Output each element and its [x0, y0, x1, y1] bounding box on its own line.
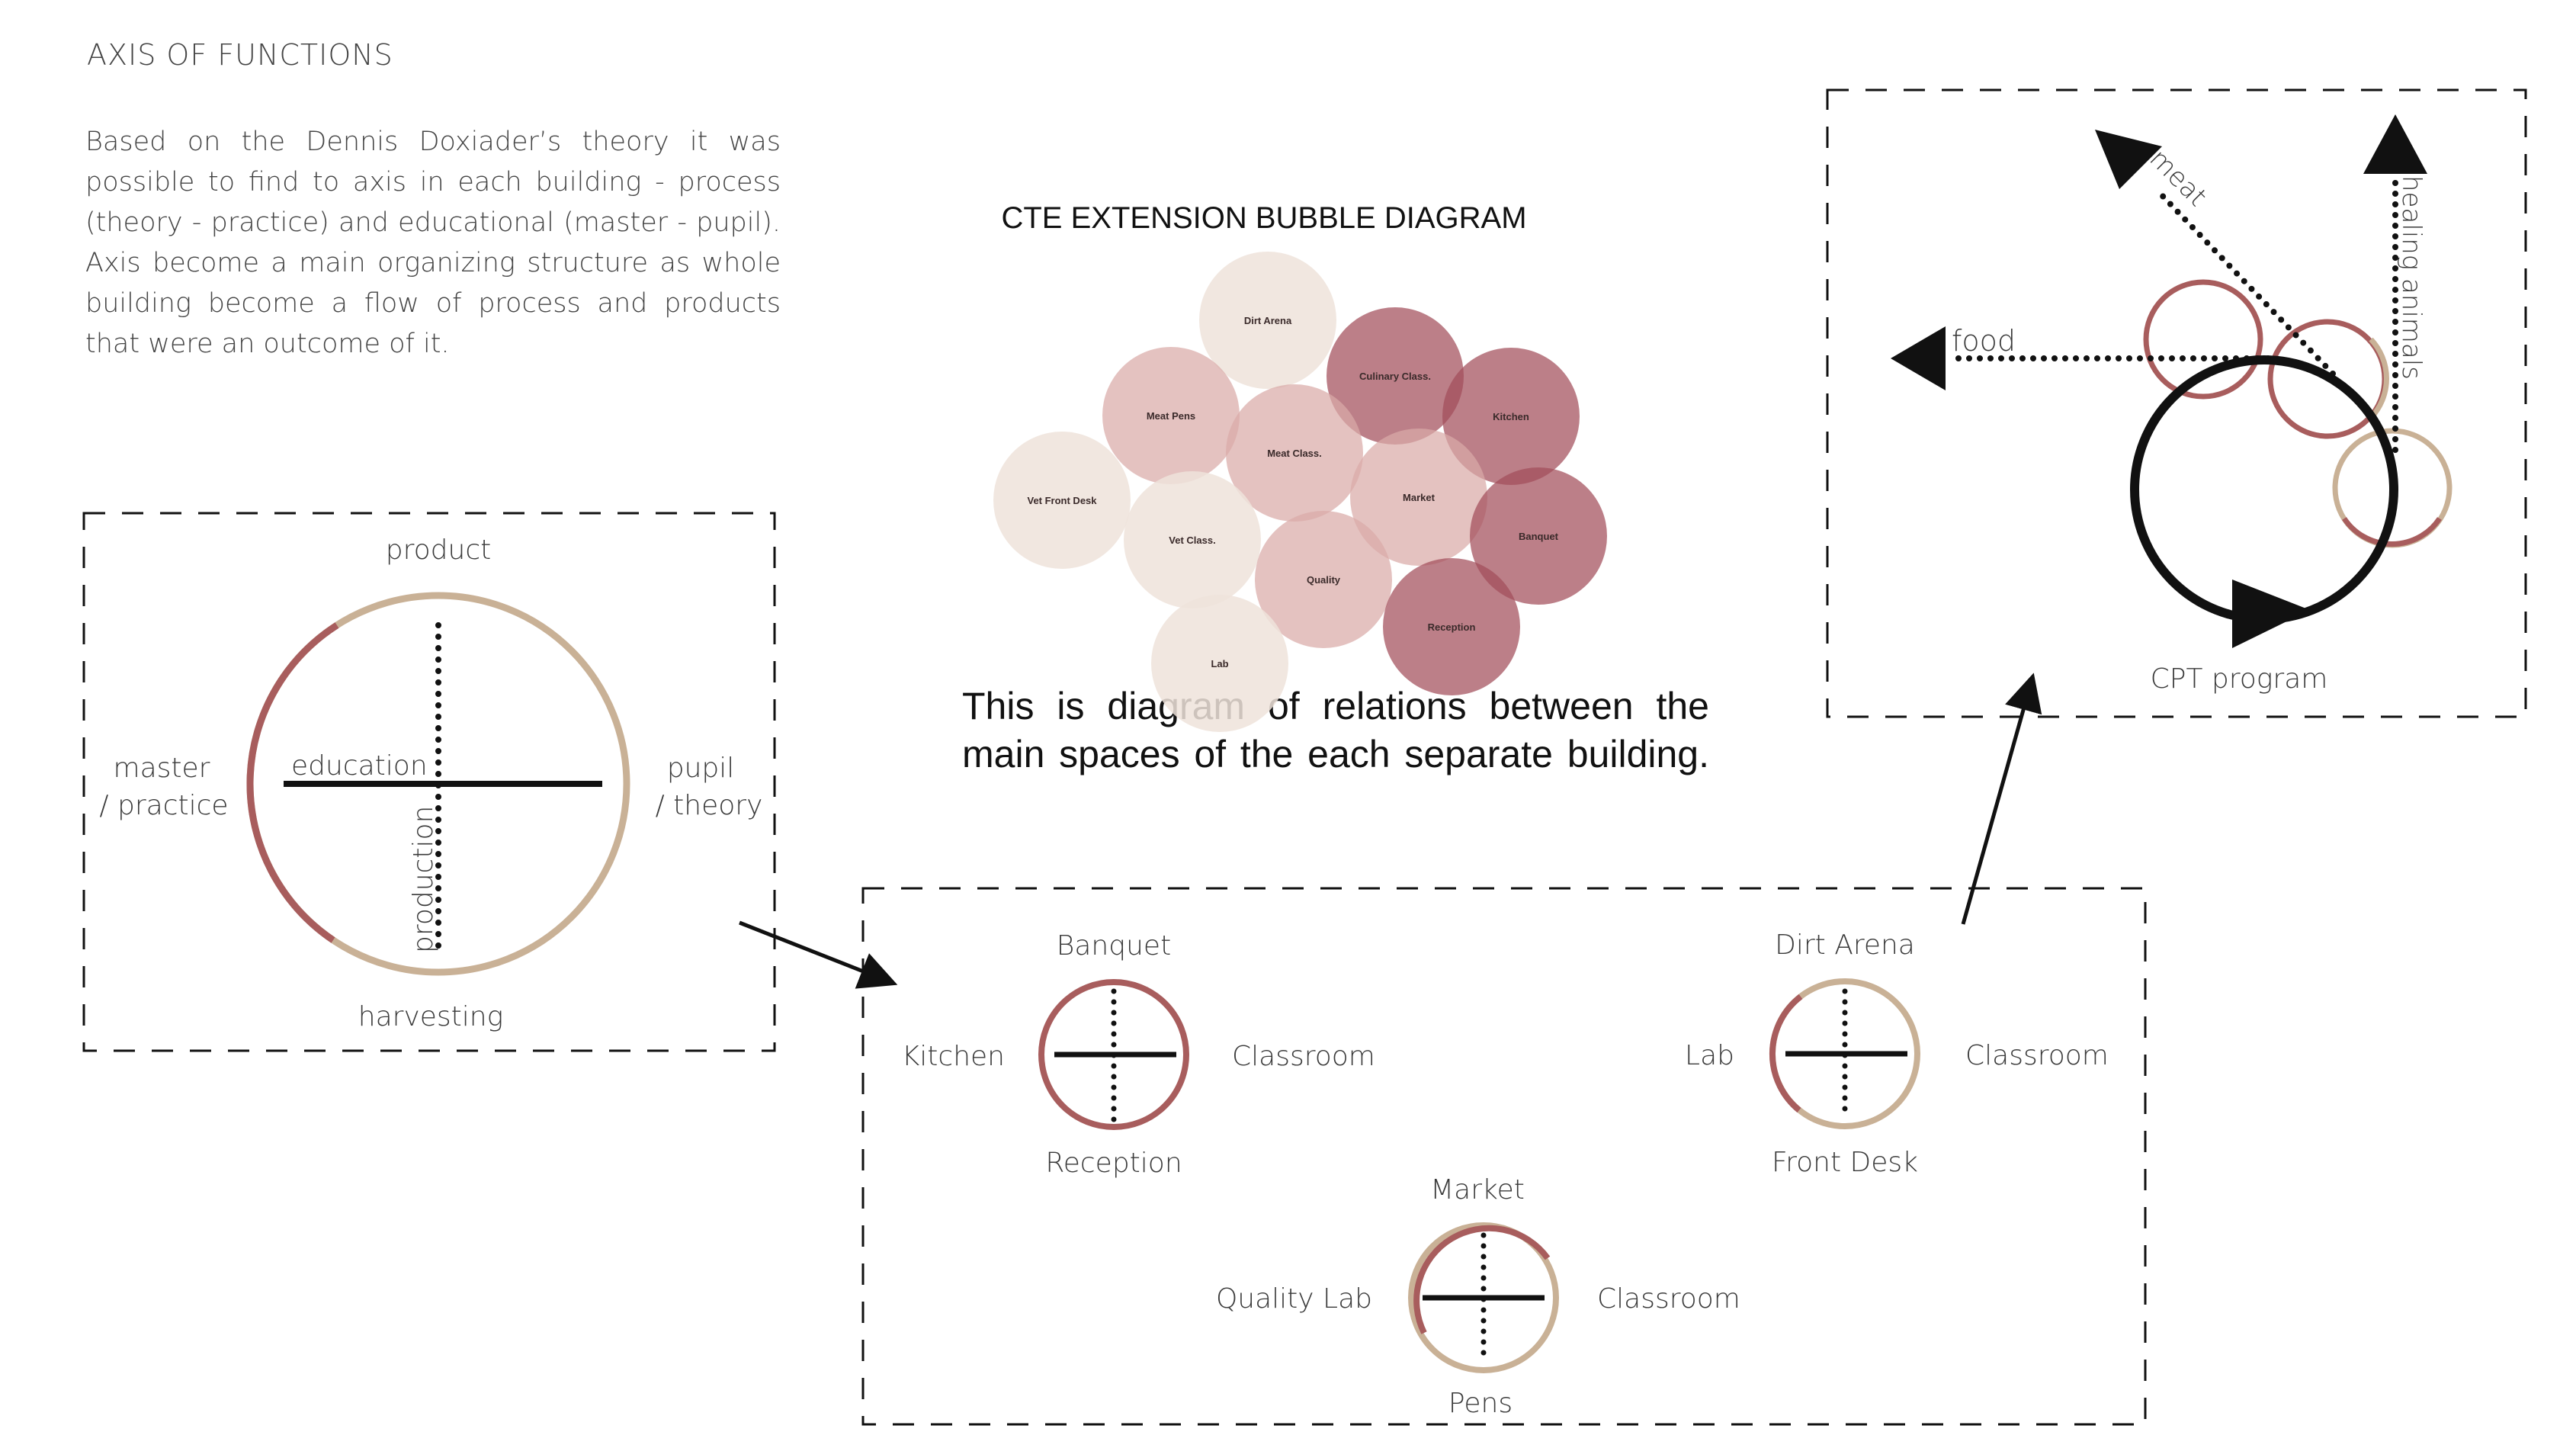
- cpt-dashed-frame: [1826, 88, 2527, 718]
- bubble-reception: [1383, 558, 1520, 695]
- axis-label-top: product: [386, 535, 491, 566]
- education-label: education: [291, 750, 428, 782]
- building-3: Market Quality Lab Classroom Pens: [1216, 1174, 1740, 1419]
- healing-arrowhead-icon: [2363, 114, 2427, 174]
- building-3-top-label: Market: [1430, 1174, 1525, 1206]
- meat-arrowhead-icon: [2095, 130, 2162, 189]
- bubble-label: Quality: [1307, 574, 1341, 586]
- arrow-to-cpt: [1961, 673, 2042, 925]
- food-label: food: [1952, 324, 2016, 358]
- building-2-top-label: Dirt Arena: [1775, 929, 1915, 961]
- cpt-diagram: food meat healing animals CPT program: [1826, 88, 2527, 718]
- axis-label-left-1: master: [114, 753, 210, 784]
- building-2-left-label: Lab: [1685, 1040, 1734, 1071]
- healing-label: healing animals: [2396, 175, 2427, 380]
- arrow-to-buildings: [739, 920, 898, 989]
- building-1-left-label: Kitchen: [902, 1041, 1005, 1072]
- bubble-label: Meat Class.: [1267, 448, 1322, 459]
- bubble-label: Vet Class.: [1169, 535, 1215, 546]
- bubble-culinary-class: [1326, 307, 1464, 445]
- intro-paragraph: Based on the Dennis Doxiader’s theory it…: [85, 127, 781, 359]
- bubble-vet-front-desk: [993, 432, 1131, 569]
- bubble-banquet: [1470, 467, 1607, 605]
- page-heading: AXIS OF FUNCTIONS: [87, 38, 393, 72]
- bubble-diagram-title: CTE EXTENSION BUBBLE DIAGRAM: [1001, 201, 1526, 235]
- bubble-dirt-arena: [1199, 252, 1336, 389]
- bubble-meat-class: [1226, 384, 1363, 522]
- buildings-diagram: Banquet Kitchen Classroom Reception Dirt…: [861, 887, 2147, 1426]
- buildings-dashed-frame: [861, 887, 2147, 1426]
- food-arrowhead-icon: [1891, 326, 1946, 390]
- bubble-label: Banquet: [1519, 531, 1559, 542]
- cpt-cycle-arrow-icon: [2232, 580, 2310, 648]
- building-2-rose-arc: [1769, 994, 1803, 1113]
- bubble-kitchen: [1442, 348, 1580, 485]
- bubble-diagram: CTE EXTENSION BUBBLE DIAGRAM Dirt ArenaM…: [993, 201, 1607, 732]
- bubble-caption: This is diagram of relations between the…: [962, 685, 1709, 775]
- axis-circle-rose-arc: [246, 622, 339, 943]
- building-2-right-label: Classroom: [1965, 1040, 2109, 1071]
- bubble-label: Dirt Arena: [1244, 315, 1292, 326]
- cpt-small-circle-2-tan-arc: [2369, 337, 2389, 420]
- building-3-right-label: Classroom: [1597, 1283, 1740, 1315]
- building-3-bottom-label: Pens: [1448, 1388, 1513, 1419]
- meat-label: meat: [2144, 143, 2213, 213]
- bubble-lab: [1151, 595, 1288, 732]
- axis-label-left-2: / practice: [99, 790, 228, 821]
- building-3-rose-arc: [1413, 1225, 1551, 1334]
- building-1-circle: [1038, 979, 1189, 1130]
- bubble-label: Meat Pens: [1147, 410, 1195, 422]
- building-1-bottom-label: Reception: [1045, 1148, 1182, 1179]
- building-2: Dirt Arena Lab Classroom Front Desk: [1685, 929, 2109, 1178]
- bubble-label: Lab: [1211, 658, 1228, 669]
- axis-label-right-1: pupil: [667, 753, 735, 784]
- bubble-label: Vet Front Desk: [1027, 495, 1097, 506]
- bubble-label: Culinary Class.: [1359, 371, 1431, 382]
- building-2-bottom-label: Front Desk: [1772, 1147, 1918, 1178]
- building-1: Banquet Kitchen Classroom Reception: [902, 930, 1375, 1179]
- cpt-small-circle-3-rose-arc: [2342, 517, 2442, 547]
- building-3-left-label: Quality Lab: [1216, 1283, 1372, 1315]
- bubble-market: [1350, 429, 1487, 566]
- building-1-top-label: Banquet: [1057, 930, 1171, 962]
- axis-label-right-2: / theory: [656, 790, 763, 821]
- bubble-label: Market: [1403, 492, 1436, 503]
- bubble-quality: [1255, 511, 1392, 648]
- cpt-small-circle-1: [2143, 279, 2263, 400]
- production-label: production: [408, 806, 439, 953]
- bubble-label: Reception: [1428, 621, 1476, 633]
- bubble-vet-class: [1124, 471, 1261, 608]
- bubble-label: Kitchen: [1493, 411, 1529, 422]
- bubble-meat-pens: [1102, 347, 1240, 484]
- axis-dashed-frame: [82, 512, 776, 1052]
- axis-label-bottom: harvesting: [358, 1001, 503, 1032]
- building-3-circle: [1408, 1222, 1559, 1373]
- meat-arrow-line: [2154, 188, 2336, 377]
- building-1-right-label: Classroom: [1232, 1041, 1375, 1072]
- axis-diagram: product harvesting master / practice pup…: [82, 512, 776, 1052]
- cpt-main-cycle: [2130, 355, 2398, 624]
- cpt-program-label: CPT program: [2151, 663, 2328, 695]
